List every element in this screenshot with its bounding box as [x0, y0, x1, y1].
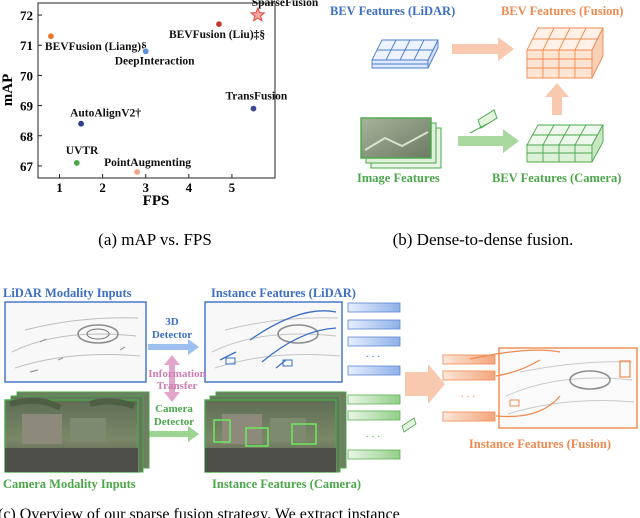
y-tick-label: 67	[20, 159, 34, 174]
lidar-feature-dots: · · ·	[366, 352, 381, 363]
x-tick-label: 1	[56, 180, 63, 195]
fusion-feature-dots: · · ·	[461, 392, 476, 403]
caption-b: (b) Dense-to-dense fusion.	[393, 230, 574, 249]
x-tick-label: 3	[142, 180, 149, 195]
point-label: TransFusion	[225, 91, 287, 103]
point-label: AutoAlignV2†	[70, 108, 141, 120]
camera-inputs-label: Camera Modality Inputs	[3, 477, 136, 491]
arrow-3d-detector	[148, 339, 199, 355]
scatter-point	[249, 104, 258, 113]
point-label: BEVFusion (Liu)‡§	[169, 29, 265, 41]
y-axis-label: mAP	[0, 74, 16, 107]
bev-camera-label: BEV Features (Camera)	[492, 171, 621, 185]
camera-detector-line2: Detector	[154, 416, 194, 428]
info-transfer-line1: Information	[148, 368, 205, 380]
scatter-point	[142, 47, 150, 55]
arrow-image-to-camera	[458, 129, 519, 153]
camera-input-images	[4, 391, 150, 473]
fusion-instance-feature-bars: · · ·	[442, 354, 496, 422]
y-tick-label: 72	[20, 8, 33, 23]
scatter-point	[47, 32, 55, 40]
y-tick-label: 71	[20, 38, 33, 53]
point-label: UVTR	[66, 145, 99, 157]
chart-ticks: 1 2 3 4 5 67 68 69 70 71 72	[20, 8, 236, 195]
lidar-inputs-label: LiDAR Modality Inputs	[3, 286, 132, 300]
view-transform-icon	[469, 109, 498, 134]
sparse-fusion-diagram: LiDAR Modality Inputs Instance Features …	[0, 286, 638, 518]
arrow-merge-to-fusion	[405, 364, 445, 404]
point-label: DeepInteraction	[115, 55, 195, 67]
dense-fusion-diagram: BEV Features (LiDAR) BEV Features (Fusio…	[330, 4, 623, 249]
scatter-point	[215, 20, 223, 28]
y-tick-label: 68	[20, 129, 34, 144]
scatter-point	[73, 159, 81, 167]
image-features-card	[360, 117, 442, 169]
x-axis-label: FPS	[143, 193, 170, 209]
arrow-camera-detector	[148, 426, 199, 442]
info-transfer-line2: Transfer	[157, 380, 198, 392]
x-tick-label: 2	[99, 180, 106, 195]
scatter-point	[133, 168, 141, 176]
camera-instance-images	[204, 391, 347, 473]
caption-a: (a) mAP vs. FPS	[98, 230, 212, 249]
detector-3d-line1: 3D	[165, 316, 179, 328]
point-label: PointAugmenting	[104, 157, 191, 169]
lidar-instance-feature-bars: · · ·	[347, 302, 401, 376]
bev-camera-grid	[526, 124, 604, 163]
plot-frame	[37, 2, 276, 179]
bev-fusion-label: BEV Features (Fusion)	[501, 4, 623, 18]
lidar-input-pointcloud	[4, 301, 147, 383]
camera-feature-dots: · · ·	[366, 432, 381, 443]
caption-c: (c) Overview of our sparse fusion strate…	[0, 506, 400, 518]
camera-detector-line1: Camera	[155, 403, 193, 415]
arrow-lidar-to-fusion	[452, 37, 514, 61]
map-vs-fps-chart: 1 2 3 4 5 67 68 69 70 71 72 SparseFusionBEVFusion …	[0, 0, 319, 249]
bev-lidar-grid	[371, 39, 439, 69]
arrow-camera-to-fusion	[545, 83, 569, 115]
point-label: SparseFusion	[252, 0, 319, 9]
inst-fusion-label: Instance Features (Fusion)	[469, 437, 611, 451]
x-tick-label: 5	[229, 180, 236, 195]
bev-lidar-label: BEV Features (LiDAR)	[330, 4, 455, 18]
inst-camera-label: Instance Features (Camera)	[212, 477, 361, 491]
scatter-point	[77, 119, 85, 128]
point-label: BEVFusion (Liang)§	[45, 41, 147, 53]
camera-instance-feature-bars: · · ·	[347, 394, 417, 460]
fusion-instance-scene	[469, 347, 638, 429]
y-tick-label: 69	[20, 99, 34, 114]
detector-3d-line2: Detector	[152, 329, 192, 341]
arrow-info-transfer	[164, 355, 180, 402]
y-tick-label: 70	[20, 68, 33, 83]
inst-lidar-label: Instance Features (LiDAR)	[211, 286, 356, 300]
image-features-label: Image Features	[357, 171, 440, 185]
bev-fusion-grid	[526, 27, 604, 79]
x-tick-label: 4	[186, 180, 193, 195]
scatter-point	[249, 6, 266, 22]
lidar-instance-pointcloud	[204, 301, 343, 383]
